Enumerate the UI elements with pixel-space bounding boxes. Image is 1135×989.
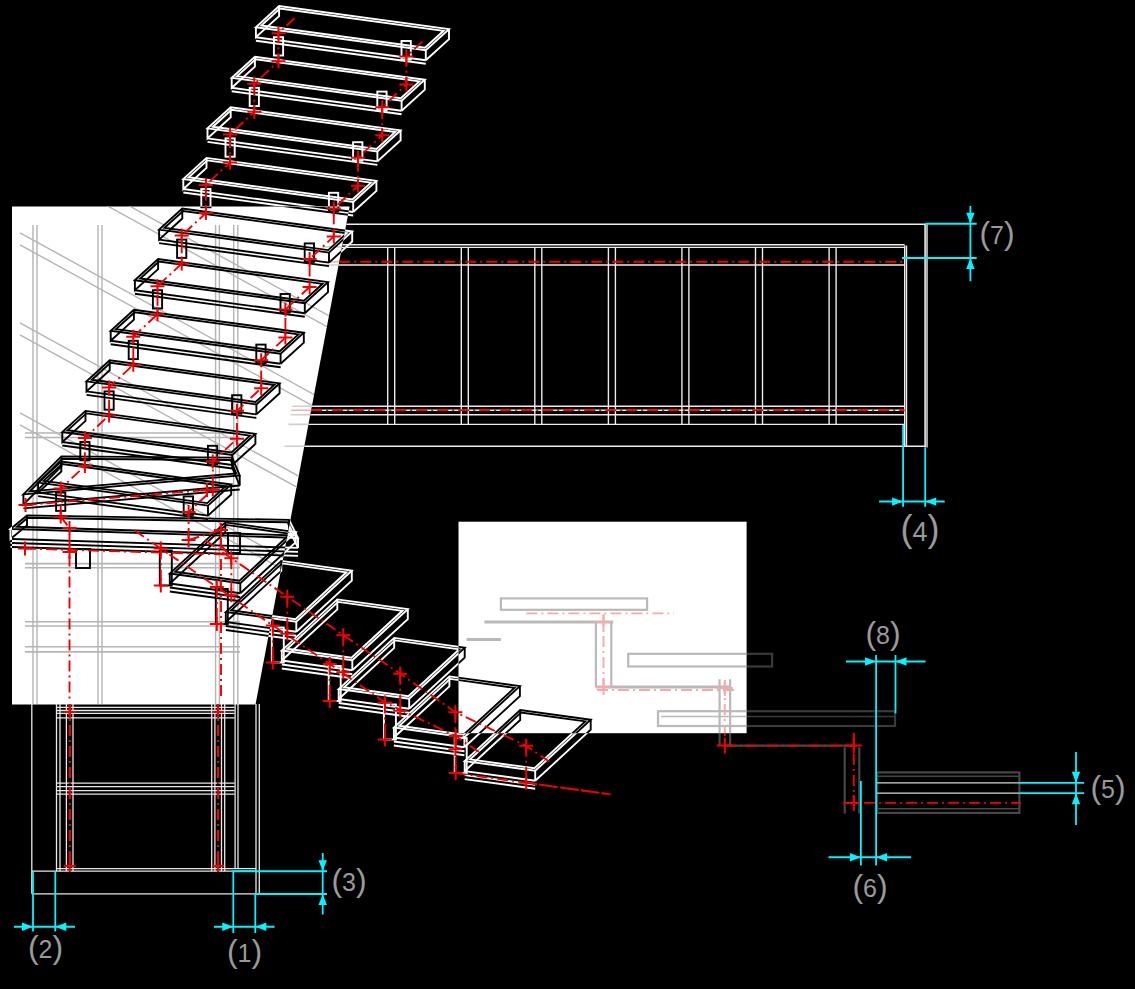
svg-text:(5): (5) bbox=[1090, 769, 1125, 805]
svg-text:(1): (1) bbox=[227, 933, 262, 969]
svg-text:(8): (8) bbox=[865, 615, 900, 651]
svg-text:(2): (2) bbox=[28, 929, 63, 965]
svg-text:(7): (7) bbox=[979, 215, 1014, 251]
svg-text:(6): (6) bbox=[852, 868, 887, 904]
svg-text:(3): (3) bbox=[331, 862, 366, 898]
